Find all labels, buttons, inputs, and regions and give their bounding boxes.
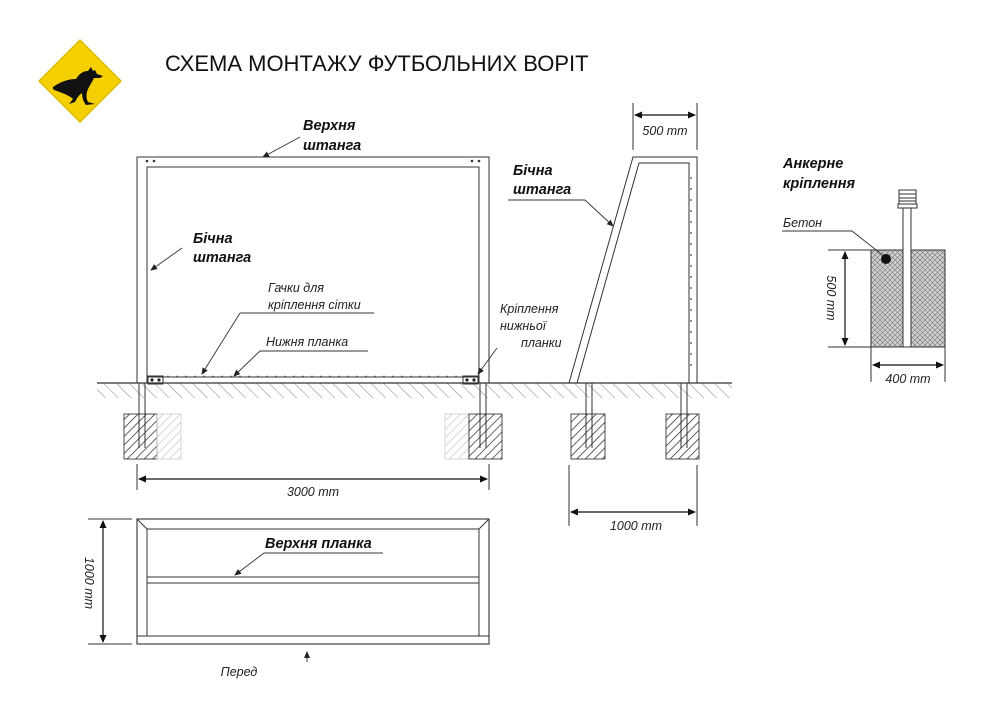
side-view: 500 mm Бічна штанга 1000 mm	[508, 103, 700, 533]
front-view: Верхня штанга Бічна штанга Гачки для крі…	[123, 118, 562, 499]
net-hook	[212, 375, 214, 378]
net-hook	[446, 375, 448, 378]
net-hooks	[167, 375, 457, 378]
top-bar-label-line2: штанга	[303, 138, 361, 154]
net-hook	[275, 375, 277, 378]
net-hook	[293, 375, 295, 378]
net-hook	[338, 375, 340, 378]
anchor-width-dim: 400 mm	[885, 372, 930, 386]
net-hook	[248, 375, 250, 378]
net-hook	[320, 375, 322, 378]
hooks-label-line1: Гачки для	[268, 281, 324, 295]
anchor-detail: Анкерне кріплення Бетон 500 mm 400 mm	[782, 156, 946, 386]
anchor-title-line1: Анкерне	[782, 156, 843, 172]
side-net-hook	[690, 320, 692, 322]
net-hook	[374, 375, 376, 378]
side-net-hook	[690, 199, 692, 201]
net-hook	[401, 375, 403, 378]
side-view-post-label-line2: штанга	[513, 182, 571, 198]
net-hook	[167, 375, 169, 378]
net-hook	[221, 375, 223, 378]
side-net-hook	[690, 221, 692, 223]
side-net-hook	[690, 364, 692, 366]
net-hook	[230, 375, 232, 378]
bottom-bar-label: Нижня планка	[266, 335, 348, 349]
kangaroo-icon	[52, 67, 103, 105]
net-hook	[356, 375, 358, 378]
net-hook	[437, 375, 439, 378]
net-hook	[383, 375, 385, 378]
top-plank-label: Верхня планка	[265, 536, 372, 552]
side-net-hook	[690, 243, 692, 245]
side-net-hook	[690, 188, 692, 190]
side-net-hook	[690, 254, 692, 256]
side-net-hook	[690, 232, 692, 234]
net-hook	[410, 375, 412, 378]
hooks-label-line2: кріплення сітки	[268, 298, 361, 312]
bottom-mount-label-line1: Кріплення	[500, 302, 559, 316]
side-net-hooks	[690, 177, 692, 366]
net-hook	[365, 375, 367, 378]
net-hook	[392, 375, 394, 378]
net-hook	[311, 375, 313, 378]
side-net-hook	[690, 353, 692, 355]
side-net-hook	[690, 309, 692, 311]
side-net-hook	[690, 298, 692, 300]
top-view: Верхня планка 1000 mm Перед	[82, 518, 490, 679]
top-bar-label-line1: Верхня	[303, 118, 356, 134]
front-label: Перед	[221, 665, 258, 679]
side-net-hook	[690, 331, 692, 333]
side-net-hook	[690, 342, 692, 344]
side-net-hook	[690, 210, 692, 212]
concrete-label: Бетон	[783, 216, 822, 230]
side-post-label-line2: штанга	[193, 250, 251, 266]
net-hook	[239, 375, 241, 378]
page-title: СХЕМА МОНТАЖУ ФУТБОЛЬНИХ ВОРІТ	[165, 51, 589, 76]
side-net-hook	[690, 265, 692, 267]
side-bottom-depth-dim: 1000 mm	[610, 519, 662, 533]
net-hook	[203, 375, 205, 378]
net-hook	[266, 375, 268, 378]
net-hook	[257, 375, 259, 378]
logo	[38, 39, 122, 123]
net-hook	[419, 375, 421, 378]
bottom-mount-label-line2: нижньої	[500, 319, 548, 333]
bottom-mount-label-line3: планки	[521, 336, 562, 350]
top-view-depth-dim: 1000 mm	[82, 557, 96, 609]
net-hook	[194, 375, 196, 378]
net-hook	[176, 375, 178, 378]
side-net-hook	[690, 287, 692, 289]
net-hook	[455, 375, 457, 378]
side-top-depth-dim: 500 mm	[642, 124, 687, 138]
net-hook	[185, 375, 187, 378]
net-hook	[329, 375, 331, 378]
anchor-depth-dim: 500 mm	[824, 275, 838, 320]
side-net-hook	[690, 177, 692, 179]
net-hook	[302, 375, 304, 378]
net-hook	[428, 375, 430, 378]
side-post-label-line1: Бічна	[193, 231, 233, 247]
side-net-hook	[690, 276, 692, 278]
anchor-title-line2: кріплення	[783, 176, 856, 192]
front-width-dim: 3000 mm	[287, 485, 339, 499]
net-hook	[284, 375, 286, 378]
side-view-post-label-line1: Бічна	[513, 163, 553, 179]
ground	[97, 382, 732, 398]
net-hook	[347, 375, 349, 378]
